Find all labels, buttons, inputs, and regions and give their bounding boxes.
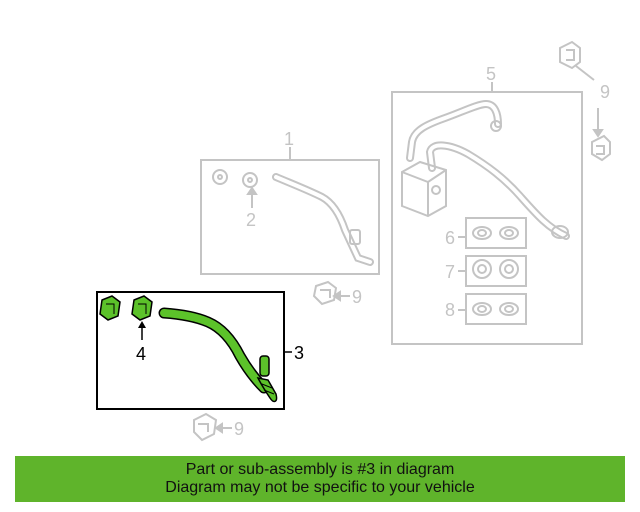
info-banner: Part or sub-assembly is #3 in diagram Di… [15,456,625,502]
clip-part-9-mid-group [312,280,350,306]
clip-part-2b [242,172,258,188]
clip-part-9-bottom-group [193,412,232,442]
callout-9-mid: 9 [352,287,362,307]
seal-box-6 [465,217,527,249]
assembly-5-box [391,91,583,345]
block-part-5 [401,160,447,218]
callout-3: 3 [294,343,304,363]
clip-part-9-top [559,40,581,70]
callout-1: 1 [284,129,294,149]
banner-line-1: Part or sub-assembly is #3 in diagram [185,461,455,478]
callout-5: 5 [486,64,496,84]
hose-part-3-fitting [259,355,270,377]
assembly-1-group [200,147,380,275]
clip-part-9-bottom [193,412,218,442]
assembly-3-group [96,291,292,410]
callout-7: 7 [445,262,455,282]
clip-part-4b [131,295,153,321]
assembly-3-box [96,291,285,410]
callout-4: 4 [136,344,146,364]
callout-2: 2 [246,210,256,230]
assembly-5-group [391,82,583,345]
banner-line-2: Diagram may not be specific to your vehi… [165,479,475,496]
callout-9-top: 9 [600,82,610,102]
clip-part-9-mid [312,280,338,306]
clip-part-2a [212,169,228,185]
clip-part-9-upper-right [591,134,611,162]
callout-6: 6 [445,228,455,248]
clip-part-4a [99,295,121,321]
clip-part-9-top-group [559,40,611,162]
callout-8: 8 [445,300,455,320]
callout-9-bottom: 9 [234,419,244,439]
